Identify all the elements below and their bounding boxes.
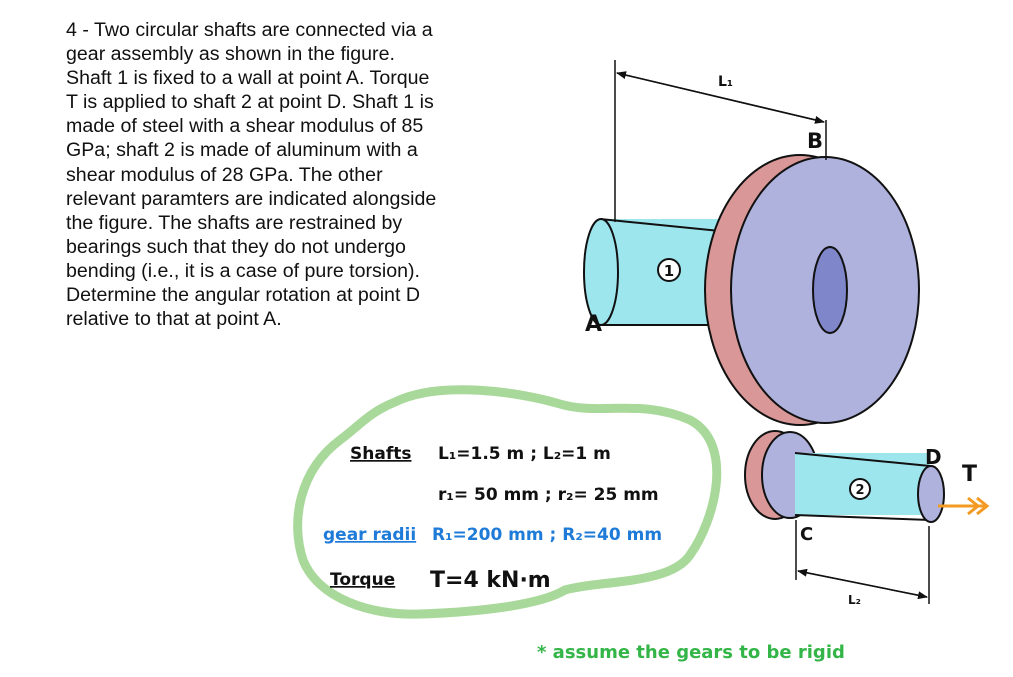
shafts-lengths: L₁=1.5 m ; L₂=1 m bbox=[438, 444, 611, 464]
problem-line: gear assembly as shown in the figure. bbox=[66, 43, 395, 66]
problem-line: relevant paramters are indicated alongsi… bbox=[66, 187, 437, 210]
problem-line: the figure. The shafts are restrained by bbox=[66, 211, 403, 234]
shafts-radii: r₁= 50 mm ; r₂= 25 mm bbox=[438, 485, 659, 505]
gear-heading: gear radii bbox=[323, 525, 416, 545]
rigid-gears-note: * assume the gears to be rigid bbox=[537, 642, 845, 663]
torque-heading: Torque bbox=[330, 570, 395, 590]
shafts-heading: Shafts bbox=[350, 444, 411, 464]
problem-line: GPa; shaft 2 is made of aluminum with a bbox=[66, 139, 418, 162]
problem-line: shear modulus of 28 GPa. The other bbox=[66, 163, 383, 186]
point-a-label: A bbox=[585, 312, 602, 337]
torque-arrow bbox=[938, 496, 990, 516]
shaft-2-marker: 2 bbox=[849, 478, 871, 500]
torque-value: T=4 kN·m bbox=[430, 568, 551, 593]
problem-line: Determine the angular rotation at point … bbox=[66, 284, 420, 307]
torque-label: T bbox=[962, 462, 977, 487]
problem-statement: 4 - Two circular shafts are connected vi… bbox=[66, 18, 541, 331]
shaft-2 bbox=[794, 452, 945, 523]
problem-line: Shaft 1 is fixed to a wall at point A. T… bbox=[66, 67, 430, 90]
l2-dimension: L₂ bbox=[795, 520, 930, 607]
problem-line: made of steel with a shear modulus of 85 bbox=[66, 115, 424, 138]
problem-line: T is applied to shaft 2 at point D. Shaf… bbox=[66, 91, 434, 114]
problem-line: bending (i.e., it is a case of pure tors… bbox=[66, 259, 420, 282]
problem-line: 4 - Two circular shafts are connected vi… bbox=[66, 19, 433, 41]
point-b-label: B bbox=[807, 129, 823, 153]
point-c-label: C bbox=[800, 524, 813, 545]
note-bubble bbox=[293, 385, 722, 619]
problem-line: bearings such that they do not undergo bbox=[66, 235, 406, 258]
l2-label: L₂ bbox=[848, 593, 861, 607]
l1-label: L₁ bbox=[718, 74, 733, 90]
shaft-2-number: 2 bbox=[855, 483, 864, 498]
shaft-1-number: 1 bbox=[664, 262, 674, 280]
gear-values: R₁=200 mm ; R₂=40 mm bbox=[432, 525, 662, 545]
l1-dimension: L₁ bbox=[614, 60, 827, 222]
gear-1 bbox=[704, 154, 920, 426]
problem-line: relative to that at point A. bbox=[66, 308, 282, 331]
point-d-label: D bbox=[925, 445, 942, 469]
shaft-1-marker: 1 bbox=[657, 258, 681, 282]
